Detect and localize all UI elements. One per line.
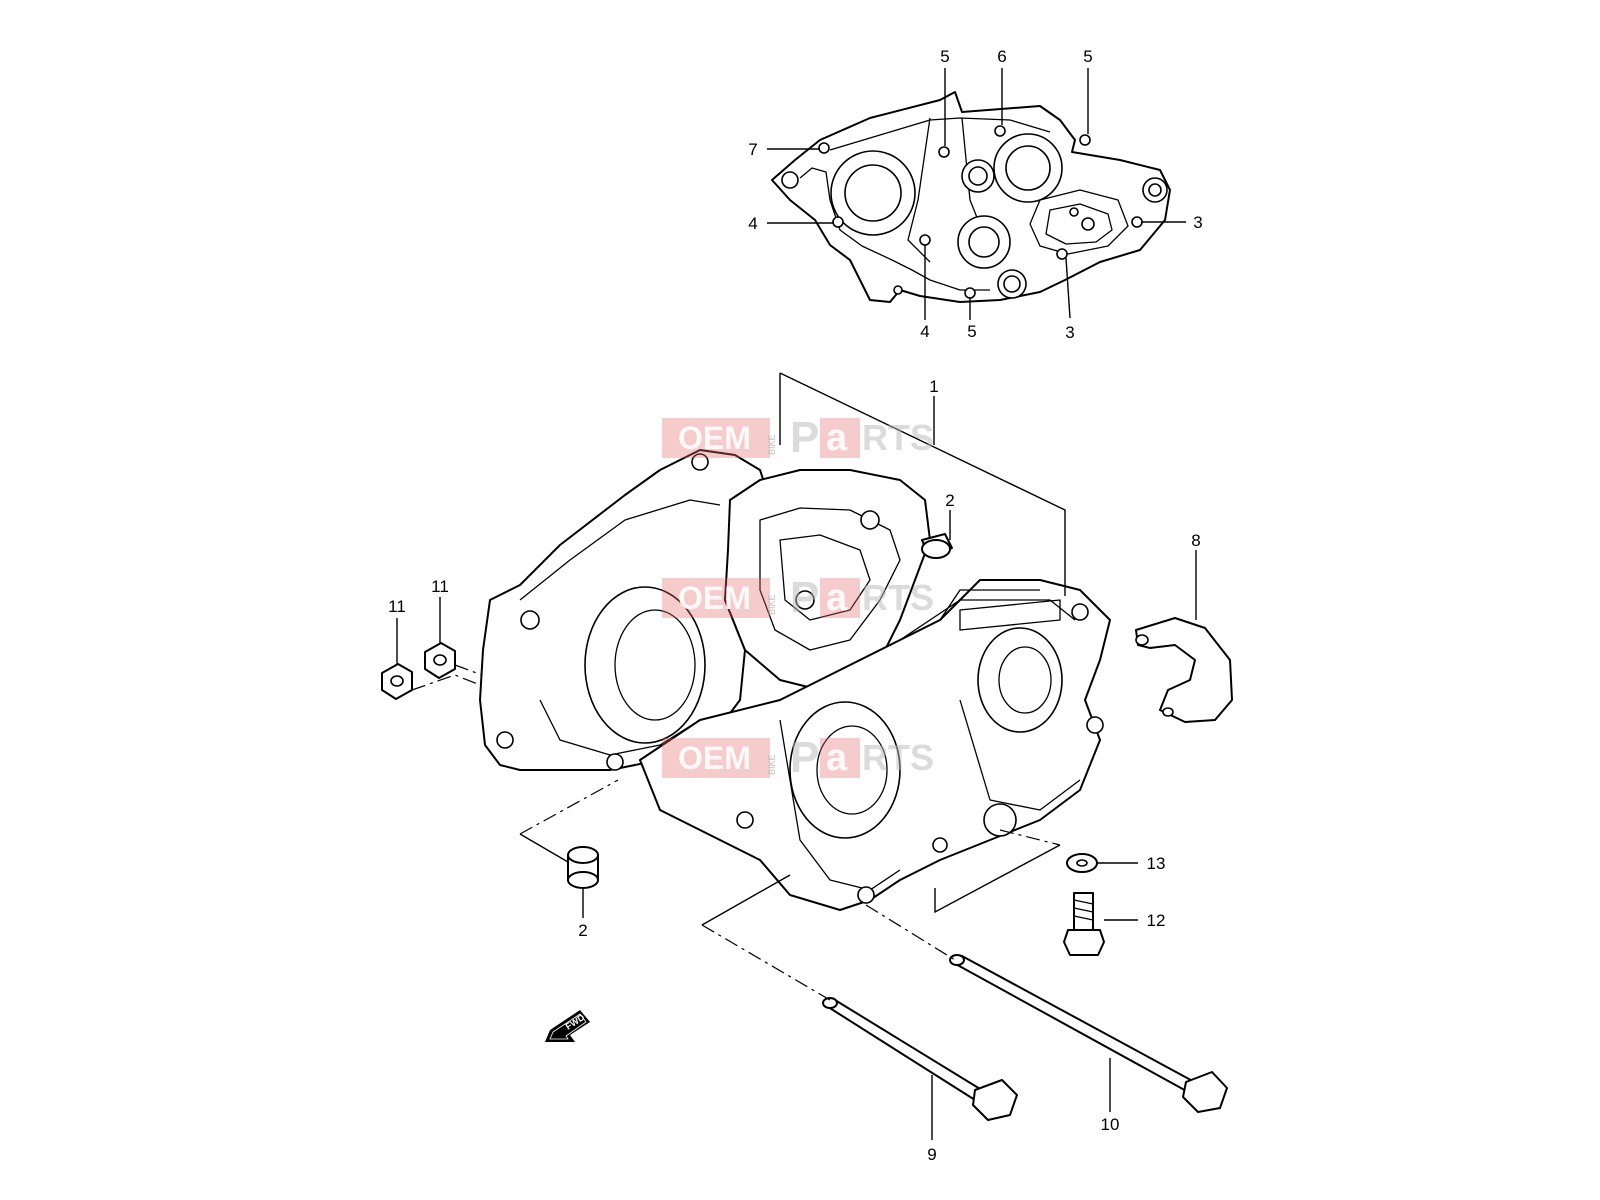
watermark-3-brand-small: BIKE — [767, 754, 777, 775]
watermark-2-brand-d: RTS — [862, 577, 934, 618]
callout-5-top-right: 5 — [1083, 47, 1092, 66]
watermark-brand-small: BIKE — [767, 434, 777, 455]
long-bolt-10 — [949, 954, 1228, 1113]
cover-8 — [1135, 617, 1233, 723]
crankcase-assembly — [479, 449, 1111, 911]
watermark-3: OEM BIKE P a RTS — [662, 733, 934, 782]
crankcase-inner-view — [771, 91, 1171, 303]
dowel-pin-lower — [567, 846, 599, 889]
callout-10: 10 — [1101, 1115, 1120, 1134]
main-leader-lines — [396, 372, 1197, 1140]
watermark-2-brand-c: a — [826, 577, 848, 619]
watermark-1: OEM BIKE P a RTS — [662, 413, 934, 462]
callout-11-left: 11 — [388, 597, 406, 616]
callout-5-bottom: 5 — [967, 322, 976, 341]
callout-8: 8 — [1191, 531, 1200, 550]
watermark-brand-d: RTS — [862, 417, 934, 458]
callout-labels: 1 2 2 3 3 4 4 5 5 5 6 7 8 9 10 11 11 12 … — [388, 47, 1203, 1164]
long-bolt-9 — [822, 997, 1018, 1121]
watermark-brand-a: OEM — [678, 420, 751, 456]
callout-2-upper: 2 — [945, 491, 954, 510]
callout-13: 13 — [1147, 854, 1166, 873]
callout-6: 6 — [997, 47, 1006, 66]
watermark-2-brand-b: P — [790, 573, 819, 622]
callout-1: 1 — [929, 377, 938, 396]
callout-4-left: 4 — [748, 214, 757, 233]
watermark-2-brand-small: BIKE — [767, 594, 777, 615]
watermark-3-brand-c: a — [826, 737, 848, 779]
callout-9: 9 — [927, 1145, 936, 1164]
callout-4-bottom: 4 — [920, 322, 929, 341]
callout-5-top-left: 5 — [940, 47, 949, 66]
callout-12: 12 — [1147, 911, 1166, 930]
callout-2-lower: 2 — [578, 921, 587, 940]
fwd-arrow: FWD — [545, 1010, 590, 1042]
washer-13 — [1066, 853, 1098, 873]
watermark-brand-c: a — [826, 417, 848, 459]
bolt-12 — [1063, 892, 1105, 956]
watermark-brand-b: P — [790, 413, 819, 462]
watermark-3-brand-d: RTS — [862, 737, 934, 778]
nut-11-left — [381, 663, 413, 700]
callout-3-bottom: 3 — [1065, 323, 1074, 342]
callout-11-right: 11 — [431, 577, 449, 596]
watermark-2-brand-a: OEM — [678, 580, 751, 616]
watermark-3-brand-a: OEM — [678, 740, 751, 776]
top-leader-lines — [767, 68, 1186, 320]
callout-7: 7 — [748, 140, 757, 159]
watermark-2: OEM BIKE P a RTS — [662, 573, 934, 622]
callout-3-right: 3 — [1193, 213, 1202, 232]
watermark-3-brand-b: P — [790, 733, 819, 782]
nut-11-right — [424, 642, 456, 679]
dowel-pin-upper — [921, 533, 953, 559]
